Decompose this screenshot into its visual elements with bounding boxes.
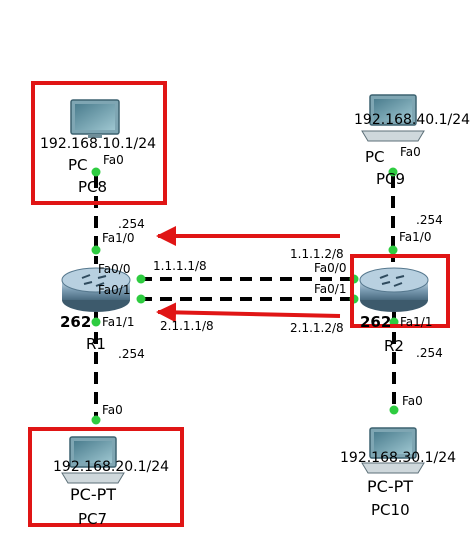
- led-pc8-fa0: [91, 167, 101, 177]
- pc8-name: PC8: [78, 178, 107, 196]
- pc9[interactable]: [361, 94, 425, 142]
- laptop-icon: [361, 94, 425, 142]
- pc10[interactable]: [361, 427, 425, 474]
- led-r1-fa1-1: [91, 317, 101, 327]
- r1-port-lower: Fa0/1: [98, 283, 130, 297]
- led-pc9-fa0: [388, 167, 398, 177]
- r1-gw-bottom: .254: [118, 347, 145, 361]
- r2-name: R2: [384, 337, 404, 355]
- led-r2-fa1-0: [388, 245, 398, 255]
- r1-port-bottom: Fa1/1: [102, 315, 134, 329]
- pc7-name: PC7: [78, 510, 107, 528]
- pc9-port: Fa0: [400, 145, 421, 159]
- r1-name: R1: [86, 335, 106, 353]
- r2-port-upper: Fa0/0: [314, 261, 346, 275]
- led-pc10-fa0: [389, 405, 399, 415]
- laptop-icon: [61, 436, 125, 484]
- pc10-model: PC-PT: [367, 477, 413, 496]
- pc8-model: PC: [68, 156, 88, 174]
- r1-port-upper: Fa0/0: [98, 262, 130, 276]
- link-lower-r2-ip: 2.1.1.2/8: [290, 321, 344, 335]
- port-leds: [91, 167, 399, 425]
- pc7[interactable]: [61, 436, 125, 484]
- r2-gw-bottom: .254: [416, 346, 443, 360]
- highlight-r2: [350, 254, 450, 328]
- r2-port-top: Fa1/0: [399, 230, 431, 244]
- router-icon: [359, 267, 429, 312]
- r2-port-lower: Fa0/1: [314, 282, 346, 296]
- link-upper-r2-ip: 1.1.1.2/8: [290, 247, 344, 261]
- monitor-icon: [70, 99, 120, 138]
- router-icon: [61, 267, 131, 312]
- led-pc7-fa0: [91, 415, 101, 425]
- pc10-ip: 192.168.30.1/24: [340, 450, 456, 466]
- pc7-model: PC-PT: [70, 485, 116, 504]
- router-r2[interactable]: [359, 267, 429, 312]
- pc9-name: PC9: [376, 170, 405, 188]
- highlight-pc8: [31, 81, 167, 205]
- r1-port-top: Fa1/0: [102, 231, 134, 245]
- pc7-ip: 192.168.20.1/24: [53, 459, 169, 475]
- pc7-port: Fa0: [102, 403, 123, 417]
- led-r1-fa0-0: [136, 274, 146, 284]
- laptop-icon: [361, 427, 425, 474]
- r1-gw-top: .254: [118, 217, 145, 231]
- arrow-to-r1-fa0-1: [156, 302, 341, 323]
- r1-model: 262: [60, 313, 91, 331]
- highlight-pc7: [28, 427, 184, 527]
- r2-model: 262: [360, 313, 391, 331]
- pc8-ip: 192.168.10.1/24: [40, 136, 156, 152]
- pc8-port: Fa0: [103, 153, 124, 167]
- highlight-boxes: [28, 81, 450, 527]
- annotation-arrows: [156, 226, 341, 323]
- pc9-ip: 192.168.40.1/24: [354, 112, 470, 128]
- pc8[interactable]: [70, 99, 120, 138]
- r2-gw-top: .254: [416, 213, 443, 227]
- r2-port-bottom: Fa1/1: [400, 315, 432, 329]
- pc10-port: Fa0: [402, 394, 423, 408]
- led-r1-fa1-0: [91, 245, 101, 255]
- router-r1[interactable]: [61, 267, 131, 312]
- led-r1-fa0-1: [136, 294, 146, 304]
- link-lower-r1-ip: 2.1.1.1/8: [160, 319, 214, 333]
- link-upper-r1-ip: 1.1.1.1/8: [153, 259, 207, 273]
- pc10-name: PC10: [371, 501, 410, 519]
- pc9-model: PC: [365, 148, 385, 166]
